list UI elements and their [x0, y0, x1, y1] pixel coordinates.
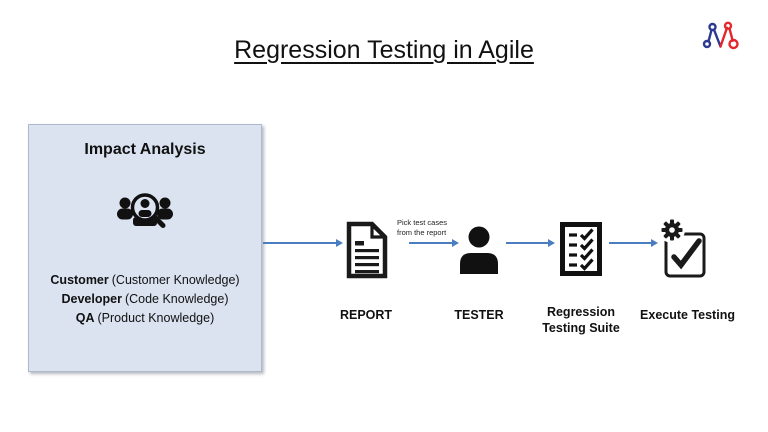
step-label-report: REPORT — [339, 308, 393, 322]
execute-testing-gear-check-icon — [659, 217, 706, 278]
report-document-icon — [346, 221, 388, 279]
impact-analysis-rows: Customer(Customer Knowledge) Developer(C… — [29, 271, 261, 328]
step-label-execute-testing: Execute Testing — [640, 308, 735, 322]
arrow-annotation: Pick test cases from the report — [397, 218, 448, 237]
tester-person-icon — [460, 226, 498, 274]
impact-analysis-box: Impact Analysis Customer(Customer Knowle… — [28, 124, 262, 372]
molecule-m-logo-icon — [702, 21, 739, 50]
impact-analysis-heading: Impact Analysis — [84, 141, 206, 158]
step-label-tester: TESTER — [454, 308, 504, 322]
regression-checklist-icon — [560, 222, 602, 276]
arrow-box-to-report — [263, 239, 343, 247]
page-title: Regression Testing in Agile — [234, 36, 534, 64]
people-magnifier-icon — [117, 193, 173, 228]
arrow-tester-to-suite — [506, 239, 555, 247]
impact-row-developer: Developer(Code Knowledge) — [61, 292, 229, 306]
arrow-suite-to-execute — [609, 239, 658, 247]
step-label-regression-suite: Regression Testing Suite — [542, 305, 620, 335]
arrow-report-to-tester — [409, 239, 459, 247]
impact-row-qa: QA(Product Knowledge) — [75, 311, 215, 325]
impact-row-customer: Customer(Customer Knowledge) — [50, 273, 240, 287]
